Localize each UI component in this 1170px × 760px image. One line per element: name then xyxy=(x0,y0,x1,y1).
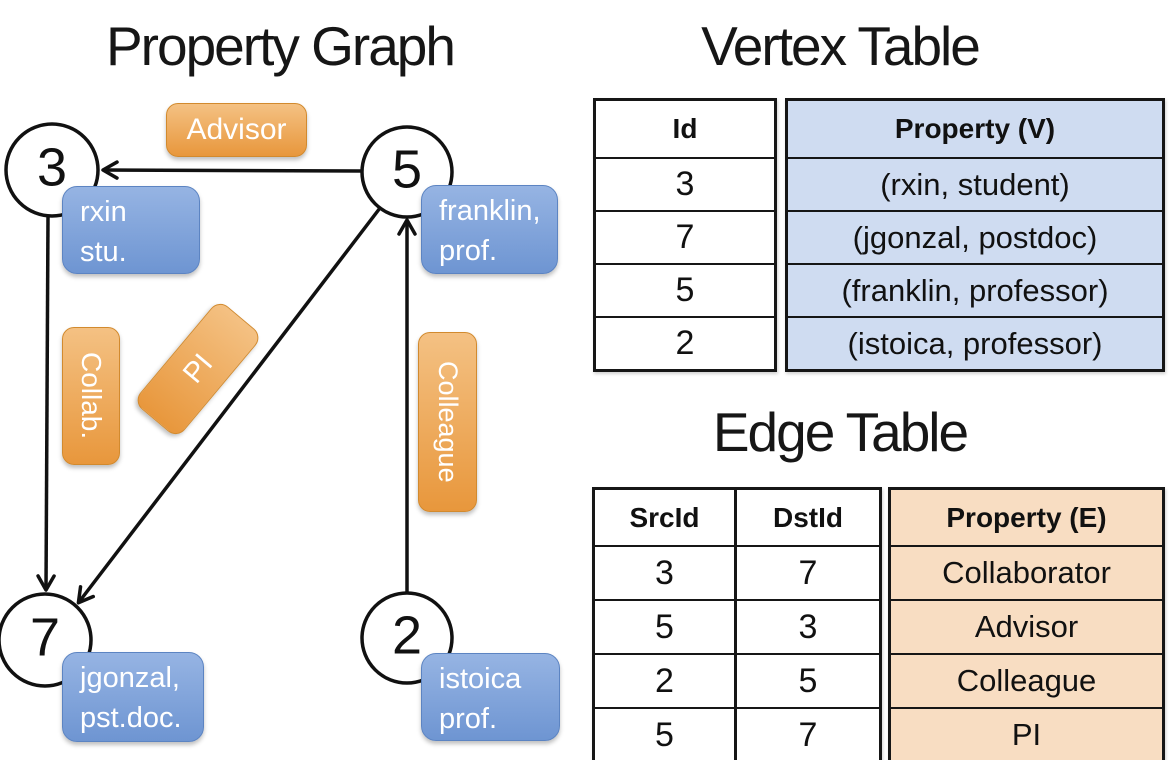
vertex-table-property-column: Property (V) (rxin, student) (jgonzal, p… xyxy=(785,98,1165,372)
table-cell: (jgonzal, postdoc) xyxy=(788,210,1162,263)
table-cell: 5 xyxy=(737,653,879,707)
table-cell: 7 xyxy=(596,210,774,263)
vertex-id-2: 2 xyxy=(391,605,423,666)
vertex-property-line: istoica xyxy=(439,663,522,695)
edge-label-pi-text: PI xyxy=(176,347,219,390)
edge-table-property-column: Property (E) Collaborator Advisor Collea… xyxy=(888,487,1165,760)
edge-5-to-7-arrow xyxy=(76,206,382,605)
vertex-property-line: rxin xyxy=(80,196,127,228)
table-header-cell: SrcId xyxy=(595,490,737,545)
property-graph-title: Property Graph xyxy=(105,15,456,77)
table-cell: 7 xyxy=(737,707,879,760)
vertex-property-line: franklin, xyxy=(439,195,541,227)
edge-label-collab: Collab. xyxy=(62,327,120,465)
vertex-property-line: prof. xyxy=(439,703,498,735)
table-cell: (istoica, professor) xyxy=(788,316,1162,369)
vertex-property-box-5: franklin, prof. xyxy=(421,185,558,274)
table-header-cell: Property (V) xyxy=(788,101,1162,157)
table-cell: 3 xyxy=(737,599,879,653)
table-cell: 5 xyxy=(595,707,737,760)
table-cell: PI xyxy=(891,707,1162,760)
table-cell: 2 xyxy=(596,316,774,369)
edge-table-title: Edge Table xyxy=(712,401,969,463)
table-cell: Colleague xyxy=(891,653,1162,707)
edge-5-to-3-arrow xyxy=(101,160,363,180)
vertex-property-box-3: rxin stu. xyxy=(62,186,200,274)
table-header-cell: Property (E) xyxy=(891,490,1162,545)
vertex-property-box-7: jgonzal, pst.doc. xyxy=(62,652,204,742)
vertex-table-title: Vertex Table xyxy=(701,15,981,77)
edge-label-colleague-text: Colleague xyxy=(433,361,463,483)
vertex-id-3: 3 xyxy=(36,137,68,198)
edge-label-advisor-text: Advisor xyxy=(186,113,287,146)
table-cell: 3 xyxy=(595,545,737,599)
edge-label-collab-text: Collab. xyxy=(76,352,107,440)
table-header-cell: Id xyxy=(672,113,698,144)
table-cell: 5 xyxy=(595,599,737,653)
table-header-cell: DstId xyxy=(773,501,843,533)
table-cell: Collaborator xyxy=(891,545,1162,599)
vertex-property-line: pst.doc. xyxy=(80,702,182,734)
vertex-id-5: 5 xyxy=(391,139,423,200)
table-cell: Advisor xyxy=(891,599,1162,653)
vertex-property-box-2: istoica prof. xyxy=(421,653,560,741)
vertex-property-line: jgonzal, xyxy=(80,662,180,694)
vertex-property-line: prof. xyxy=(439,235,498,267)
table-cell: (rxin, student) xyxy=(788,157,1162,210)
table-cell: 3 xyxy=(596,157,774,210)
edge-3-to-7-arrow xyxy=(36,216,56,592)
table-cell: (franklin, professor) xyxy=(788,263,1162,316)
table-cell: 5 xyxy=(596,263,774,316)
edge-label-colleague: Colleague xyxy=(418,332,477,512)
edge-table-id-columns: SrcId DstId 3 7 5 3 2 5 5 7 xyxy=(592,487,882,760)
vertex-table-id-column: Id 3 7 5 2 xyxy=(593,98,777,372)
table-cell: 2 xyxy=(595,653,737,707)
vertex-id-7: 7 xyxy=(29,607,61,668)
edge-label-advisor: Advisor xyxy=(166,103,307,157)
vertex-property-line: stu. xyxy=(80,236,127,268)
table-cell: 7 xyxy=(737,545,879,599)
